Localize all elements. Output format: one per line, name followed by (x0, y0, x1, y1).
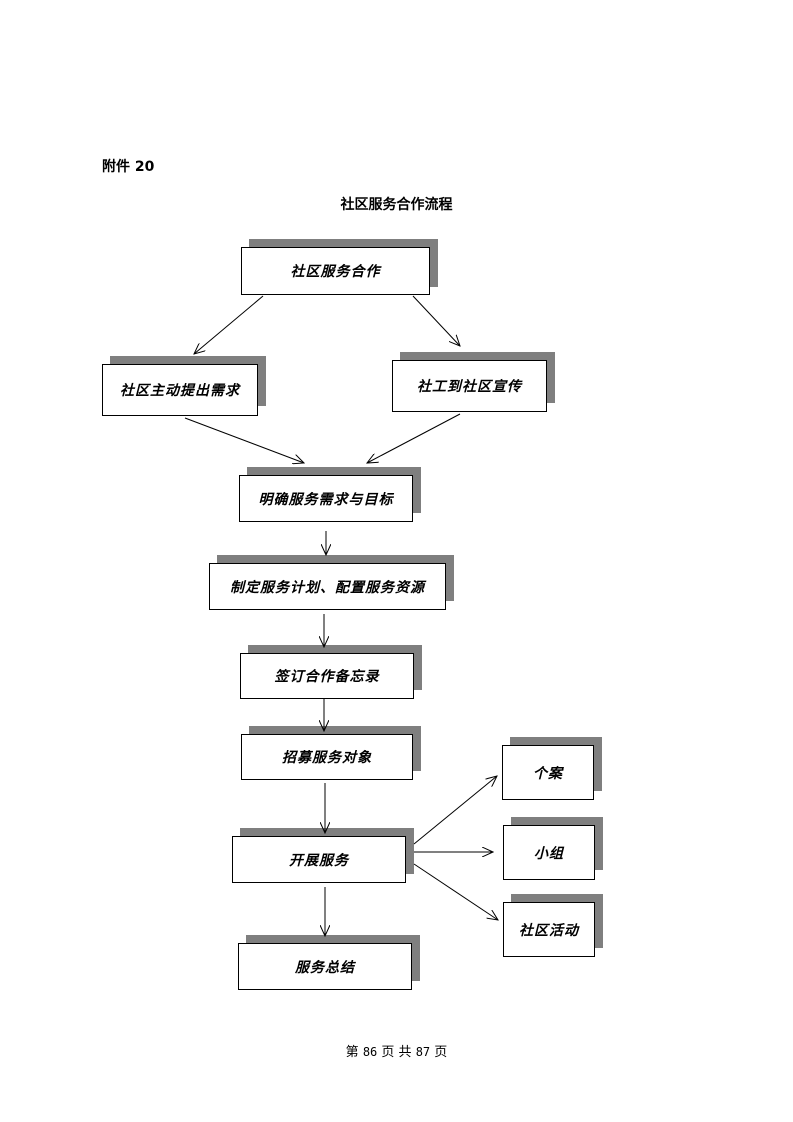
footer-total-pages: 87 (415, 1045, 431, 1059)
footer-middle: 页 共 (381, 1045, 412, 1060)
node-plan-resources: 制定服务计划、配置服务资源 (209, 563, 446, 610)
node-social-worker-promotion: 社工到社区宣传 (392, 360, 547, 412)
node-service-summary: 服务总结 (238, 943, 412, 990)
node-community-activity: 社区活动 (503, 902, 595, 957)
arrow-cooperation-to-promotion (412, 295, 460, 346)
arrow-initiative-to-needs (184, 417, 304, 463)
node-sign-memo: 签订合作备忘录 (240, 653, 414, 699)
node-community-cooperation: 社区服务合作 (241, 247, 430, 295)
node-define-needs: 明确服务需求与目标 (239, 475, 413, 522)
page-title: 社区服务合作流程 (340, 197, 453, 213)
node-deliver-services: 开展服务 (232, 836, 406, 883)
attachment-label: 附件 20 (102, 159, 155, 175)
footer-suffix: 页 (434, 1045, 448, 1060)
page-footer: 第 86 页 共 87 页 (0, 1041, 793, 1060)
arrow-promotion-to-needs (367, 413, 461, 463)
node-casework: 个案 (502, 745, 594, 800)
arrow-deliver-to-casework (413, 776, 497, 845)
footer-page-number: 86 (362, 1045, 378, 1059)
node-recruit-clients: 招募服务对象 (241, 734, 413, 780)
arrow-deliver-to-activity (413, 863, 498, 920)
node-community-initiative: 社区主动提出需求 (102, 364, 258, 416)
node-group-work: 小组 (503, 825, 595, 880)
arrow-cooperation-to-initiative (194, 295, 264, 354)
footer-prefix: 第 (345, 1045, 359, 1060)
